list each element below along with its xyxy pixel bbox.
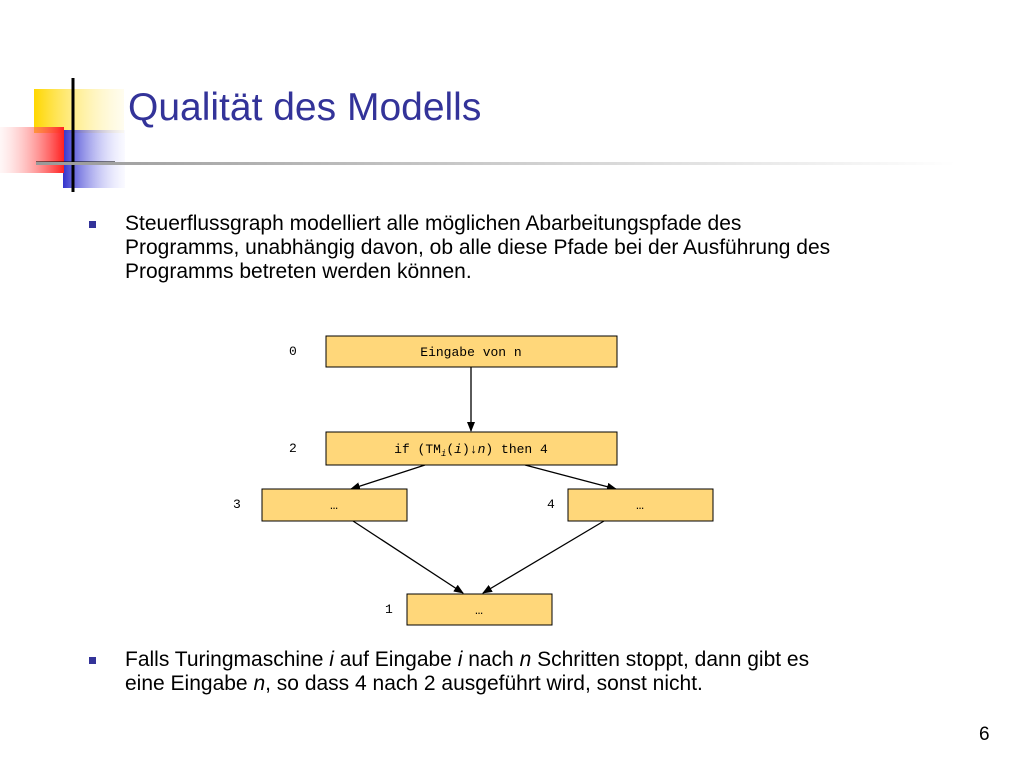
bullet-2-line-2: eine Eingabe n, so dass 4 nach 2 ausgefü… xyxy=(125,672,703,695)
bullet-square-icon xyxy=(89,657,96,664)
node-2-label-sub: i xyxy=(441,449,446,459)
bullet-2-italic-i: i xyxy=(457,648,463,671)
node-2-label-n: n xyxy=(478,442,486,457)
bullet-2-text-d: Schritten stoppt, dann gibt es xyxy=(531,648,810,671)
bullet-2-text-e: eine Eingabe xyxy=(125,672,254,695)
red-square xyxy=(0,127,64,173)
node-3-box xyxy=(261,488,408,522)
corner-decoration-graphic xyxy=(0,78,956,192)
node-2-label-post: ) then 4 xyxy=(485,442,548,457)
node-0-id: 0 xyxy=(289,344,297,359)
title-underline xyxy=(36,162,956,165)
bullet-2-italic-i: i xyxy=(329,648,334,671)
bullet-square-icon xyxy=(89,221,96,228)
edge-3-to-1 xyxy=(352,520,464,594)
node-1-id: 1 xyxy=(385,602,393,617)
node-0-box xyxy=(325,335,618,368)
node-3-label: … xyxy=(330,498,338,513)
node-1-label: … xyxy=(475,603,483,618)
yellow-square xyxy=(34,89,124,133)
node-1: … 1 xyxy=(385,593,553,626)
node-2-box xyxy=(325,431,618,466)
node-4: … 4 xyxy=(547,488,714,522)
edge-2-to-4 xyxy=(524,464,617,491)
node-2-label-pre: if (TM xyxy=(394,442,441,457)
bullet-1-line-1: Steuerflussgraph modelliert alle möglich… xyxy=(125,212,742,235)
bullet-2-text: Falls Turingmaschine i auf Eingabe i nac… xyxy=(125,648,1005,696)
bullet-2-line-1: Falls Turingmaschine i auf Eingabe i nac… xyxy=(125,648,809,671)
node-0-label: Eingabe von n xyxy=(420,345,521,360)
bullet-2-text-c: nach xyxy=(462,648,520,671)
bullet-2-text-f: , so dass 4 nach 2 ausgeführt wird, sons… xyxy=(265,672,703,695)
node-2-label-arg: i xyxy=(454,442,462,457)
node-4-id: 4 xyxy=(547,497,555,512)
node-3: … 3 xyxy=(233,488,408,522)
bullet-1-line-2: Programms, unabhängig davon, ob alle die… xyxy=(125,236,831,259)
node-2-label: if (TMi(i)↓n) then 4 xyxy=(394,442,548,459)
node-2: if (TMi(i)↓n) then 4 2 xyxy=(289,431,618,466)
bullet-1-text: Steuerflussgraph modelliert alle möglich… xyxy=(125,212,1005,284)
node-2-label-paren-close: ) xyxy=(462,442,470,457)
node-1-box xyxy=(406,593,553,626)
edge-2-to-3 xyxy=(350,464,426,491)
bullet-1-line-3: Programms betreten werden können. xyxy=(125,260,472,283)
node-4-box xyxy=(567,488,714,522)
bullet-2-italic-n: n xyxy=(253,672,266,695)
node-2-id: 2 xyxy=(289,441,297,456)
bullet-2-text-a: Falls Turingmaschine xyxy=(125,648,330,671)
bullet-2-text-b: auf Eingabe xyxy=(333,648,458,671)
edge-4-to-1 xyxy=(482,520,605,594)
bullet-2-italic-n: n xyxy=(519,648,532,671)
node-3-id: 3 xyxy=(233,497,241,512)
down-arrow-icon: ↓ xyxy=(470,442,478,457)
slide-title: Qualität des Modells xyxy=(128,86,482,129)
node-2-label-paren-open: ( xyxy=(446,442,454,457)
node-4-label: … xyxy=(636,498,644,513)
page-number: 6 xyxy=(979,724,990,745)
node-0: Eingabe von n 0 xyxy=(289,335,618,368)
